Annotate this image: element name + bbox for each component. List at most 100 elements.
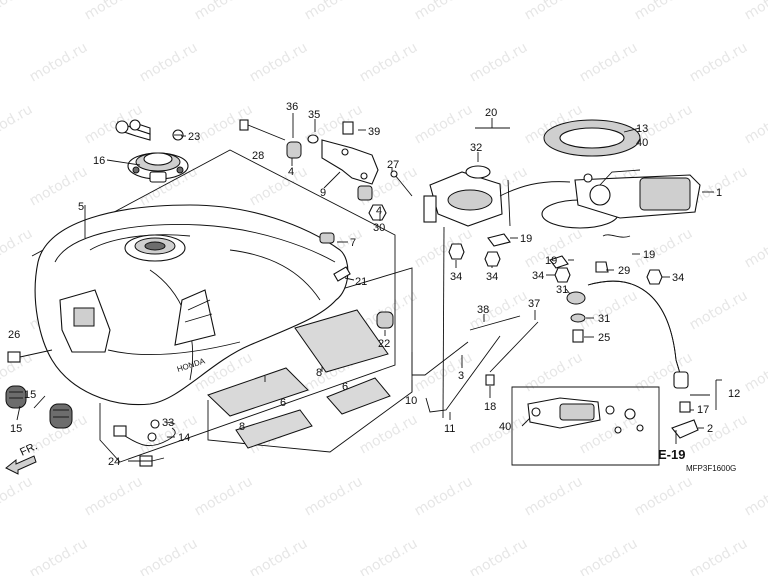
callout-31a: 31: [556, 284, 568, 296]
rubber-mount-left: [5, 385, 27, 409]
watermark-text: motod.ru: [632, 0, 696, 23]
watermark-text: motod.ru: [742, 349, 768, 395]
callout-38: 38: [477, 304, 489, 316]
watermark-text: motod.ru: [0, 225, 35, 271]
collar-4: [286, 141, 302, 159]
callout-14: 14: [178, 432, 190, 444]
watermark-text: motod.ru: [357, 411, 421, 457]
callout-15b: 15: [10, 423, 22, 435]
watermark-text: motod.ru: [82, 0, 146, 23]
callout-19b: 19: [545, 255, 557, 267]
callout-28: 28: [252, 150, 264, 162]
hinge-bracket: [321, 139, 379, 185]
callout-23: 23: [188, 131, 200, 143]
pad-group-frame: [207, 267, 413, 453]
watermark-text: motod.ru: [742, 225, 768, 271]
pump-frame-line: [442, 226, 445, 419]
rubber-mount-right: [49, 403, 73, 429]
callout-40b: 40: [499, 421, 511, 433]
watermark-text: motod.ru: [687, 411, 751, 457]
callout-18: 18: [484, 401, 496, 413]
callout-34a: 34: [450, 271, 462, 283]
callout-34c: 34: [532, 270, 544, 282]
tank-hinge-bolt: [239, 119, 286, 141]
callout-37: 37: [528, 298, 540, 310]
watermark-text: motod.ru: [632, 473, 696, 519]
watermark-text: motod.ru: [687, 39, 751, 85]
callout-6b: 6: [280, 397, 286, 409]
callout-4b: 4: [376, 205, 382, 217]
callout-22: 22: [378, 338, 390, 350]
callout-4a: 4: [288, 166, 294, 178]
hose-joint: [673, 371, 689, 389]
hose-10: [411, 351, 456, 376]
screw-29: [595, 261, 609, 273]
callout-13: 13: [636, 123, 648, 135]
callout-27: 27: [387, 159, 399, 171]
front-direction-arrow: [5, 455, 37, 475]
spacer-21: [333, 266, 351, 282]
watermark-text: motod.ru: [27, 535, 91, 576]
callout-36: 36: [286, 101, 298, 113]
rubber-22: [376, 311, 394, 329]
pad-8-lower: [207, 367, 309, 417]
callout-29: 29: [618, 265, 630, 277]
watermark-text: motod.ru: [522, 349, 586, 395]
feed-hose-12-inner: [587, 280, 683, 381]
watermark-text: motod.ru: [357, 39, 421, 85]
bolt-27: [390, 170, 413, 197]
bolt-25: [572, 329, 584, 343]
callout-15a: 15: [24, 389, 36, 401]
watermark-text: motod.ru: [357, 535, 421, 576]
callout-31b: 31: [598, 313, 610, 325]
callout-40a: 40: [636, 137, 648, 149]
callout-34d: 34: [672, 272, 684, 284]
ignition-key: [115, 119, 151, 141]
callout-25: 25: [598, 332, 610, 344]
callout-34b: 34: [486, 271, 498, 283]
callout-21: 21: [355, 276, 367, 288]
callout-8a: 8: [316, 367, 322, 379]
callout-1: 1: [716, 187, 722, 199]
fuel-filler-cap: [127, 152, 189, 183]
hose-11: [425, 335, 501, 413]
pad-6-left: [235, 409, 313, 449]
watermark-text: motod.ru: [0, 0, 35, 23]
watermark-text: motod.ru: [27, 39, 91, 85]
nut-30: [368, 204, 387, 221]
watermark-text: motod.ru: [742, 101, 768, 147]
watermark-text: motod.ru: [302, 473, 366, 519]
mount-7: [319, 232, 335, 244]
cap-bolt: [172, 129, 184, 141]
clip-17: [679, 401, 691, 413]
nut-34a: [448, 243, 465, 260]
pump-group-frame: [511, 386, 660, 466]
callout-33: 33: [162, 417, 174, 429]
watermark-text: motod.ru: [0, 101, 35, 147]
callout-10: 10: [405, 395, 417, 407]
callout-16: 16: [93, 155, 105, 167]
diagram-code: MFP3F1600G: [686, 464, 736, 473]
pump-frame-line-2: [507, 179, 511, 227]
callout-7: 7: [350, 237, 356, 249]
watermark-text: motod.ru: [467, 535, 531, 576]
callout-5: 5: [78, 201, 84, 213]
watermark-text: motod.ru: [687, 287, 751, 333]
washer-35: [307, 134, 319, 144]
bushing-4b: [357, 185, 373, 201]
oring-32: [465, 165, 491, 179]
pad-8-upper: [294, 309, 389, 373]
callout-20: 20: [485, 107, 497, 119]
fuel-pump: [541, 169, 701, 229]
watermark-text: motod.ru: [137, 39, 201, 85]
callout-6a: 6: [342, 381, 348, 393]
watermark-text: motod.ru: [412, 101, 476, 147]
callout-39: 39: [368, 126, 380, 138]
callout-2: 2: [707, 423, 713, 435]
watermark-text: motod.ru: [742, 473, 768, 519]
watermark-text: motod.ru: [577, 287, 641, 333]
watermark-text: motod.ru: [247, 39, 311, 85]
watermark-text: motod.ru: [412, 473, 476, 519]
